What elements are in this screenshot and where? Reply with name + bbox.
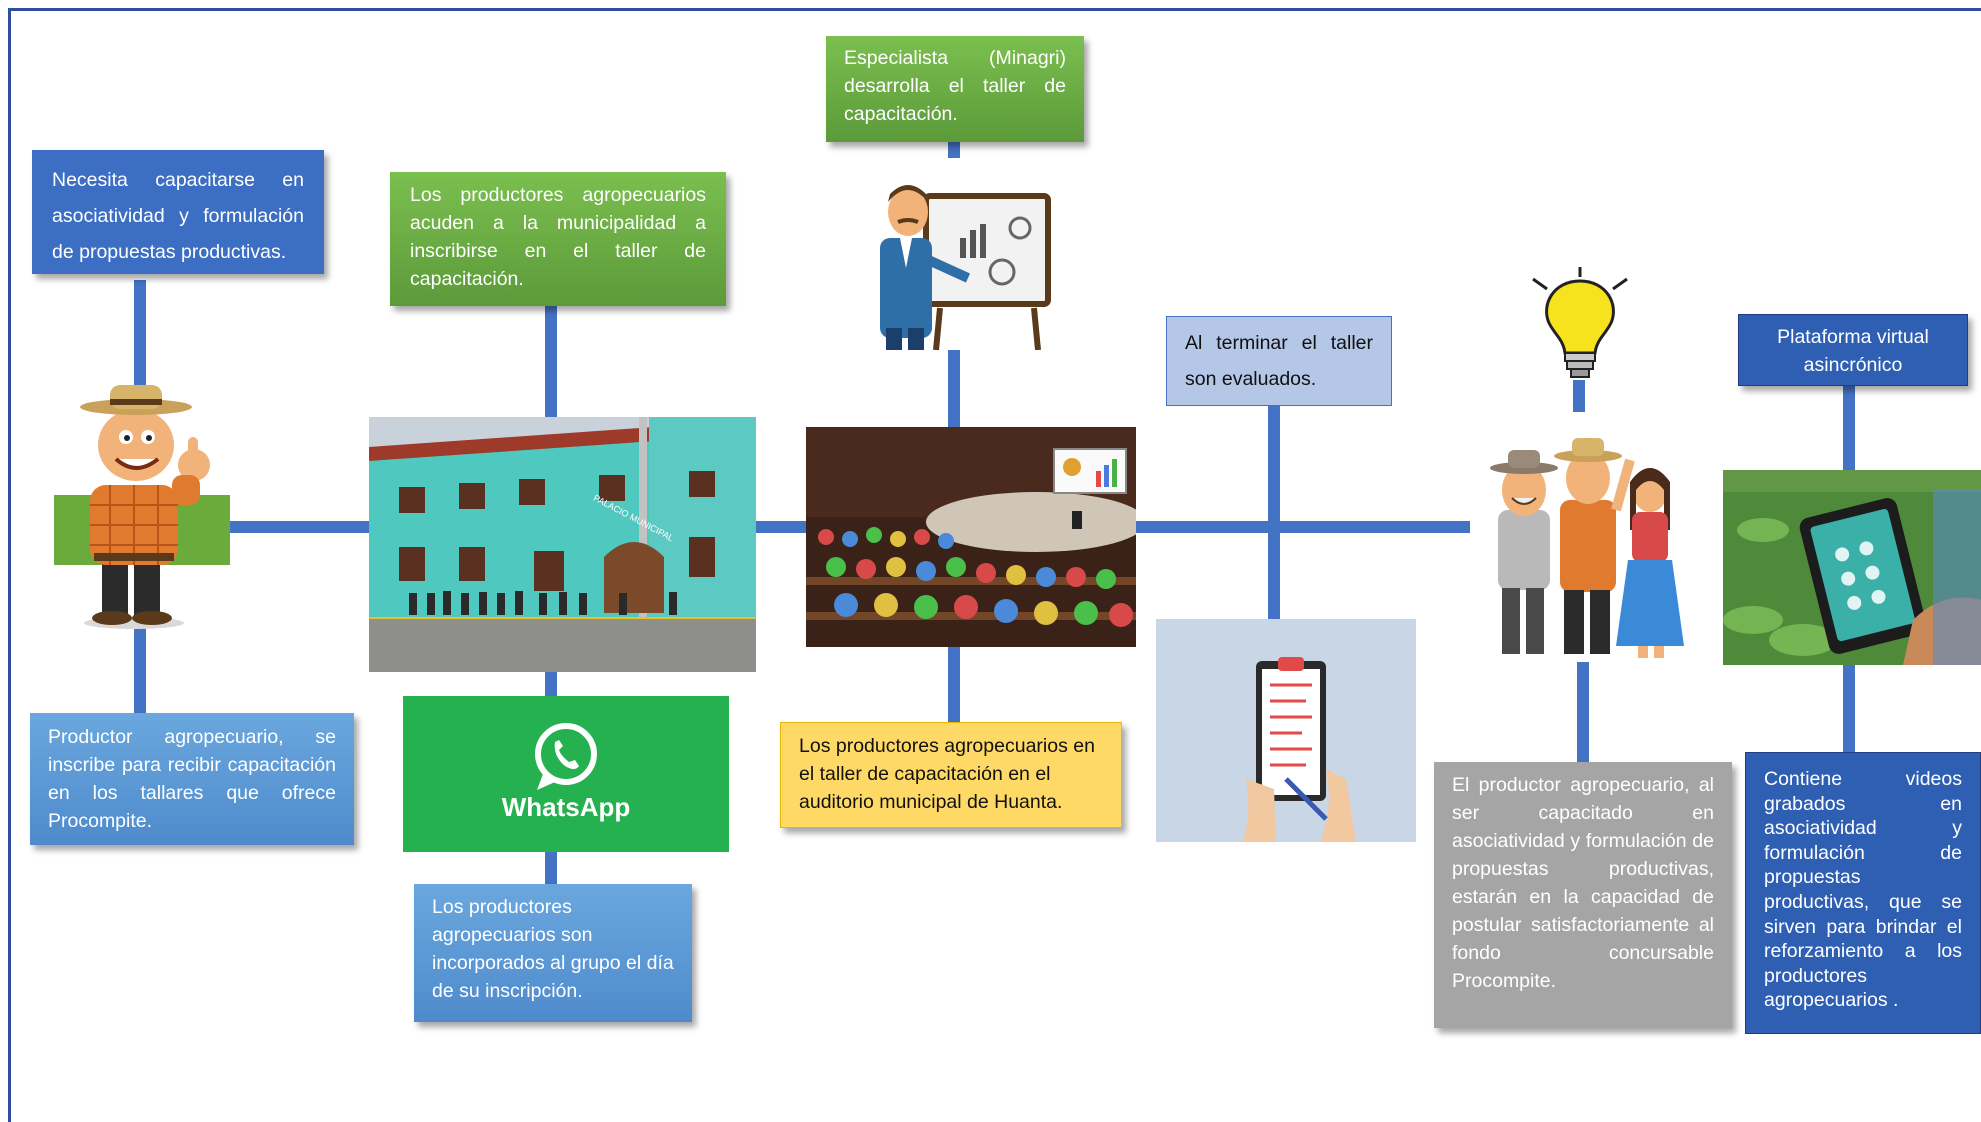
box-necesita-capacitarse: Necesita capacitarse en asociatividad y … (32, 150, 324, 274)
connector-auditorium-down (948, 645, 960, 722)
box-son-evaluados: Al terminar el taller son evaluados. (1166, 316, 1392, 406)
connector-municipal-up (545, 305, 557, 417)
connector-specialist-top (948, 142, 960, 158)
box-contiene-videos: Contiene videos grabados en asociativida… (1745, 752, 1981, 1034)
connector-farmer-down (134, 628, 146, 713)
farmers-group-illustration (1480, 420, 1690, 662)
whatsapp-logo-icon (535, 723, 597, 790)
connector-group-down (1577, 662, 1589, 762)
box-necesita-text: Necesita capacitarse en asociatividad y … (52, 169, 304, 263)
box-productor-inscribe: Productor agropecuario, se inscribe para… (30, 713, 354, 845)
connector-specialist-down (948, 350, 960, 430)
box-productor-capacitado: El productor agropecuario, al ser capaci… (1434, 762, 1732, 1028)
whatsapp-banner: WhatsApp (403, 696, 729, 852)
box-especialista-text: Especialista (Minagri) desarrolla el tal… (844, 47, 1066, 125)
connector-whatsapp-down (545, 852, 557, 884)
frame-border-top (8, 8, 1981, 11)
presenter-whiteboard-illustration (860, 168, 1056, 350)
municipal-palace-photo: PALACIO MUNICIPAL (369, 417, 756, 672)
box-evaluados-text: Al terminar el taller son evaluados. (1185, 332, 1373, 390)
connector-evaluation-vertical (1268, 405, 1280, 620)
frame-border-left (8, 8, 11, 1122)
connector-tablet-down (1843, 665, 1855, 753)
box-especialista-minagri: Especialista (Minagri) desarrolla el tal… (826, 36, 1084, 142)
box-videos-text: Contiene videos grabados en asociativida… (1764, 768, 1962, 1012)
box-productores-acuden: Los productores agropecuarios acuden a l… (390, 172, 726, 306)
farmer-thumbs-up-image (54, 385, 230, 630)
box-incorporados-text: Los productores agropecuarios son incorp… (432, 896, 674, 1002)
box-capacitado-text: El productor agropecuario, al ser capaci… (1452, 774, 1714, 992)
box-incorporados-grupo: Los productores agropecuarios son incorp… (414, 884, 692, 1022)
whatsapp-label: WhatsApp (501, 792, 631, 822)
connector-municipal-down (545, 672, 557, 696)
clipboard-evaluation-illustration (1156, 619, 1416, 842)
lightbulb-icon (1525, 265, 1635, 383)
box-plataforma-text: Plataforma virtual asincrónico (1777, 326, 1929, 376)
box-auditorio-municipal: Los productores agropecuarios en el tall… (780, 722, 1122, 828)
connector-farmer-up (134, 280, 146, 390)
box-acuden-text: Los productores agropecuarios acuden a l… (410, 184, 706, 290)
virtual-platform-tablet-photo (1723, 470, 1981, 665)
connector-platform-down (1843, 385, 1855, 470)
box-productor-inscribe-text: Productor agropecuario, se inscribe para… (48, 726, 336, 832)
connector-bulb-down (1573, 380, 1585, 412)
box-plataforma-virtual: Plataforma virtual asincrónico (1738, 314, 1968, 386)
box-auditorio-text: Los productores agropecuarios en el tall… (799, 735, 1095, 813)
auditorium-photo (806, 427, 1136, 647)
